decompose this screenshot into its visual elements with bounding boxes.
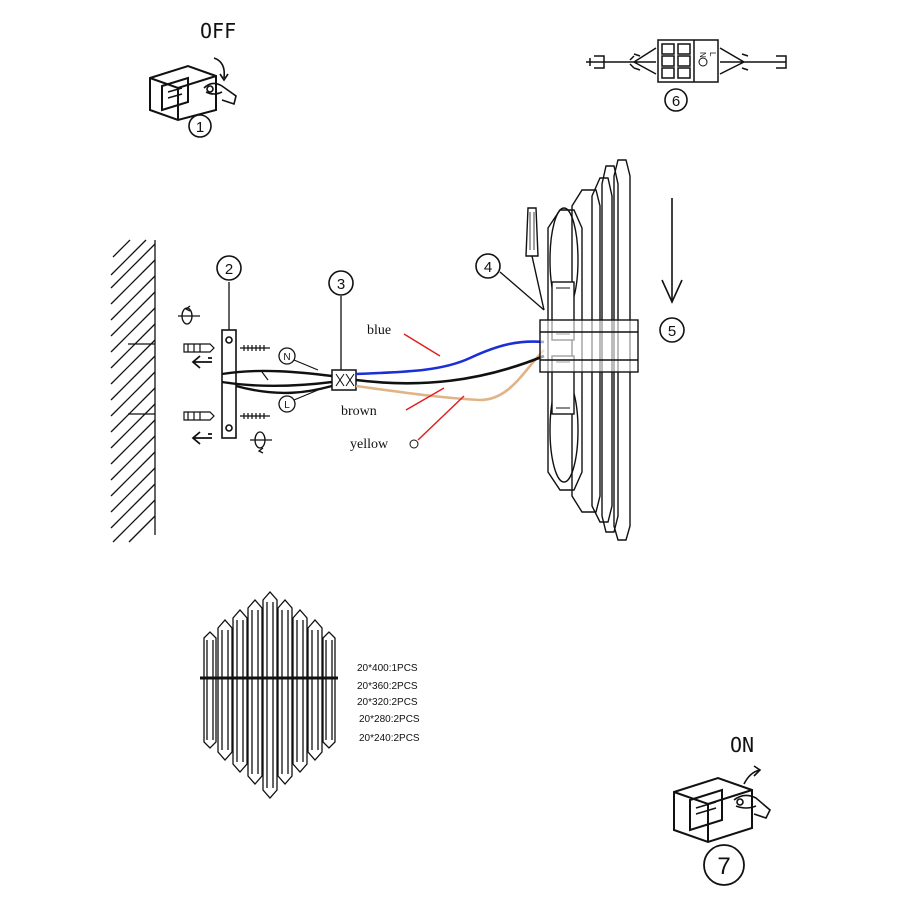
step-3-badge	[328, 270, 354, 296]
parts-list-item: 20*360:2PCS	[357, 681, 418, 692]
wall-anchors	[183, 343, 215, 421]
lamp-side-view	[539, 159, 639, 541]
hand-icon-2	[733, 765, 771, 819]
ground-symbol-icon-2	[409, 439, 419, 449]
rod-1	[203, 631, 217, 749]
step-6-number: 6	[672, 93, 680, 110]
terminal-left-wires	[586, 47, 657, 75]
step-4-leader	[499, 271, 545, 311]
down-arrow-icon	[661, 198, 683, 304]
terminal-n-mark: N	[698, 52, 707, 58]
parts-list-item: 20*320:2PCS	[357, 697, 418, 708]
n-leader	[293, 359, 319, 371]
n-badge	[278, 347, 296, 365]
step-2-number: 2	[225, 261, 233, 278]
crystal-rods-front-view	[200, 591, 338, 799]
wall-switch-icon	[149, 64, 217, 122]
step-4-badge	[475, 253, 501, 279]
terminal-right-wires	[719, 47, 787, 75]
step-1-number: 1	[196, 119, 204, 136]
blue-wire-label: blue	[367, 323, 391, 338]
yellow-wire-label: yellow	[350, 437, 389, 452]
parts-list: 20*400:1PCS 20*360:2PCS 20*320:2PCS 20*2…	[357, 663, 420, 744]
yellow-wire	[355, 349, 545, 402]
rod-7	[292, 609, 308, 773]
step-6-badge	[664, 88, 688, 112]
step-5-badge	[659, 317, 685, 343]
parts-list-item: 20*400:1PCS	[357, 663, 418, 674]
rod-5	[262, 591, 278, 799]
step-7-badge	[703, 844, 745, 886]
n-label: N	[283, 352, 290, 363]
rod-3	[232, 609, 248, 773]
parts-list-item: 20*280:2PCS	[359, 714, 420, 725]
l-leader	[293, 389, 319, 401]
terminal-l-mark: L	[708, 52, 717, 57]
wall-switch-icon-2	[673, 776, 753, 844]
rod-6	[277, 599, 293, 785]
screws	[240, 345, 270, 419]
screwdriver-icon	[525, 207, 545, 311]
rod-9	[322, 631, 336, 749]
rod-4	[247, 599, 263, 785]
brown-pointer	[405, 387, 445, 411]
on-label: ON	[730, 733, 754, 757]
ground-symbol-icon	[698, 57, 708, 67]
l-label: L	[284, 400, 290, 411]
brown-wire-label: brown	[341, 404, 377, 419]
left-arrow-icon	[191, 355, 212, 445]
step-7-switch-on: ON 7	[673, 733, 771, 886]
terminal-block-icon	[657, 39, 719, 83]
wall-hatching	[110, 239, 156, 543]
mains-cable	[221, 369, 333, 395]
blue-pointer	[403, 333, 441, 357]
hand-icon	[203, 57, 237, 106]
rotate-arrow-icon	[178, 305, 200, 325]
step-1-switch-off: OFF 1	[149, 19, 237, 138]
rod-2	[217, 619, 233, 761]
step-3-number: 3	[337, 276, 345, 293]
step-7-number: 7	[717, 853, 730, 880]
step-4-number: 4	[484, 259, 492, 276]
wire-connector	[331, 369, 357, 391]
brown-wire	[355, 354, 545, 385]
rod-8	[307, 619, 323, 761]
off-label: OFF	[200, 19, 236, 43]
rotate-arrow-icon-2	[250, 431, 272, 454]
step-6-terminal-block: N L 6	[586, 39, 787, 112]
blue-wire	[355, 340, 545, 376]
parts-list-item: 20*240:2PCS	[359, 733, 420, 744]
step-2-badge	[216, 255, 242, 281]
step-1-badge	[188, 114, 212, 138]
yellow-pointer	[417, 395, 465, 441]
l-badge	[278, 395, 296, 413]
step-5-number: 5	[668, 323, 676, 340]
